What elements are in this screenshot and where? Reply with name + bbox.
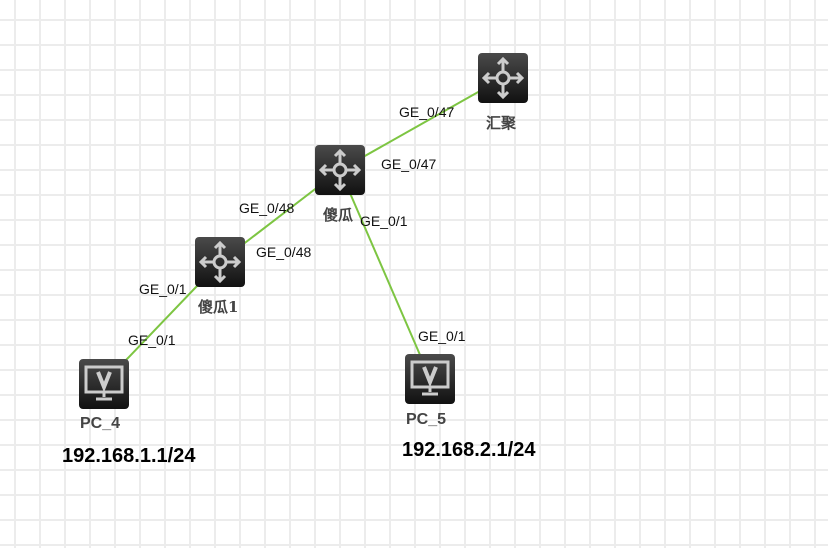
port-label: GE_0/47 bbox=[399, 104, 455, 120]
device-label: PC_5 bbox=[406, 411, 447, 428]
device-label: PC_4 bbox=[80, 415, 121, 432]
monitor-icon bbox=[410, 360, 450, 396]
switch-icon bbox=[481, 56, 525, 100]
port-label: GE_0/1 bbox=[128, 332, 176, 348]
device-label: 傻瓜1 bbox=[198, 298, 239, 316]
switch-agg[interactable] bbox=[478, 53, 528, 103]
switch-sw1[interactable] bbox=[195, 237, 245, 287]
ip-address: 192.168.1.1/24 bbox=[62, 445, 196, 467]
port-label: GE_0/1 bbox=[418, 328, 466, 344]
monitor-icon bbox=[84, 365, 124, 401]
link-sw-agg[interactable] bbox=[339, 77, 504, 171]
pc-4[interactable] bbox=[79, 359, 129, 409]
link-sw-pc5[interactable] bbox=[339, 169, 431, 379]
port-label: GE_0/48 bbox=[256, 244, 312, 260]
port-label: GE_0/1 bbox=[360, 213, 408, 229]
port-label: GE_0/48 bbox=[239, 200, 295, 216]
port-label: GE_0/1 bbox=[139, 281, 187, 297]
device-label: 傻瓜 bbox=[323, 206, 354, 224]
pc-5[interactable] bbox=[405, 354, 455, 404]
device-label: 汇聚 bbox=[486, 114, 517, 132]
ip-address: 192.168.2.1/24 bbox=[402, 439, 536, 461]
port-label: GE_0/47 bbox=[381, 156, 437, 172]
switch-icon bbox=[198, 240, 242, 284]
switch-sw[interactable] bbox=[315, 145, 365, 195]
switch-icon bbox=[318, 148, 362, 192]
